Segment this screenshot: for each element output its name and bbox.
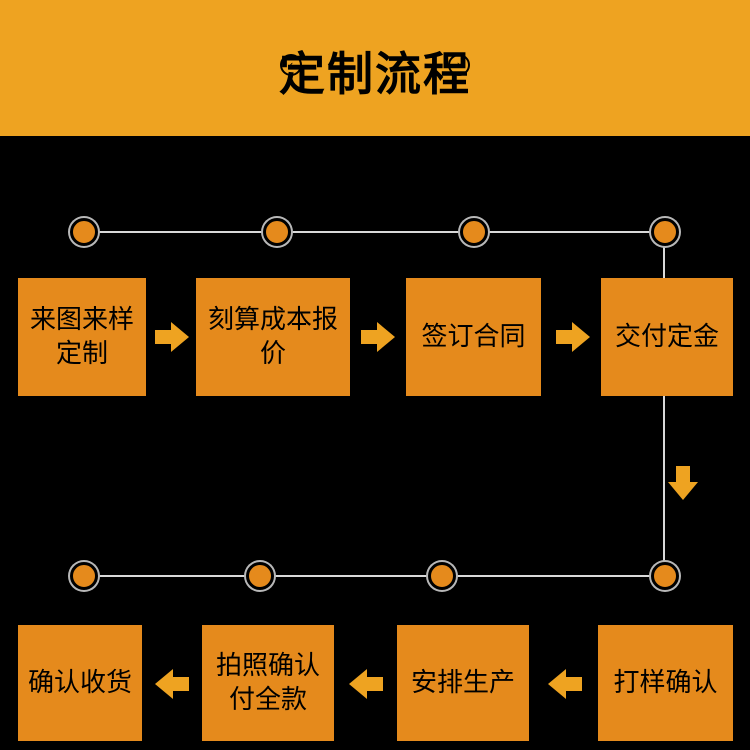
arrow-left-icon [155,669,189,699]
chevron-left-icon: ‹ [280,54,302,76]
timeline-node-1 [70,218,98,246]
step-box-4: 交付定金 [601,278,733,396]
step-label-5: 打样确认 [613,668,718,698]
step-box-5: 打样确认 [598,625,733,741]
step-box-2: 刻算成本报价 [196,278,350,396]
arrow-down-icon [668,466,698,500]
step-label-1: 来图来样 定制 [29,305,134,369]
step-label-3: 签订合同 [421,322,526,352]
right-vertical-connector [663,232,665,576]
top-connector-line [84,231,664,233]
bottom-connector-line [84,575,664,577]
timeline-node-3 [460,218,488,246]
step-box-1: 来图来样 定制 [18,278,146,396]
step-label-6: 安排生产 [410,668,515,698]
page-title: 定制流程 [279,47,471,101]
step-label-8: 确认收货 [27,668,132,698]
timeline-node-8 [651,562,679,590]
timeline-node-2 [263,218,291,246]
arrow-left-icon [548,669,582,699]
step-box-3: 签订合同 [406,278,541,396]
step-label-4: 交付定金 [614,322,719,352]
arrow-left-icon [349,669,383,699]
chevron-right-icon: › [448,54,470,76]
arrow-right-icon [361,322,395,352]
step-label-2: 刻算成本报价 [207,305,338,369]
step-box-6: 安排生产 [397,625,529,741]
timeline-node-7 [428,562,456,590]
arrow-right-icon [556,322,590,352]
timeline-node-5 [70,562,98,590]
timeline-node-6 [246,562,274,590]
timeline-node-4 [651,218,679,246]
step-box-7: 拍照确认 付全款 [202,625,334,741]
step-box-8: 确认收货 [18,625,142,741]
step-label-7: 拍照确认 付全款 [215,651,320,715]
title-banner: ‹ 定制流程 › [0,0,750,136]
arrow-right-icon [155,322,189,352]
